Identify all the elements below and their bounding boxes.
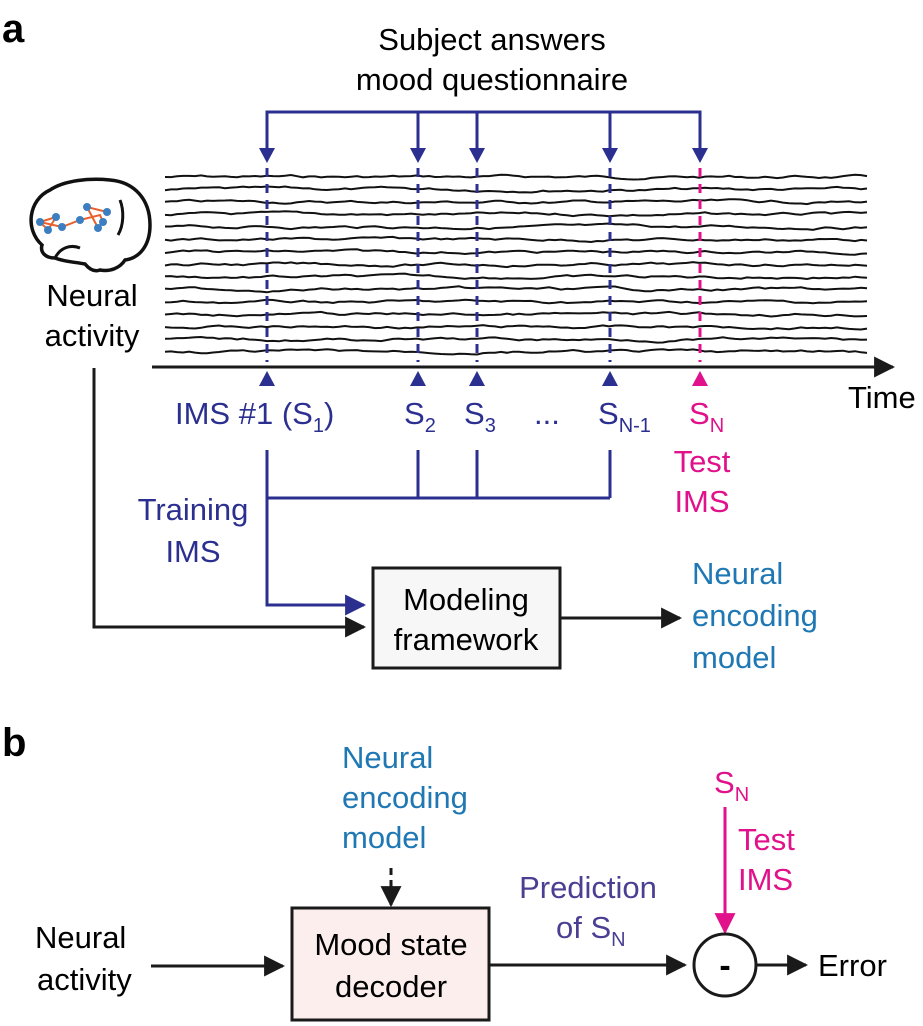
neural-trace: [164, 198, 868, 206]
subtraction-node: -: [692, 932, 758, 998]
questionnaire-bracket: [265, 110, 702, 158]
sample-markers-triangles: [259, 371, 708, 386]
neural-trace: [164, 324, 868, 331]
decoder-model-label-line2: encoding: [342, 780, 468, 815]
neural-traces: [164, 173, 868, 356]
questionnaire-label-line1: Subject answers: [378, 22, 605, 57]
sample-label-s2: S2: [404, 396, 436, 437]
test-sn-label: SN: [714, 765, 749, 806]
input-neural-activity-line1: Neural: [35, 920, 126, 955]
modeling-box-line1: Modeling: [403, 582, 529, 617]
training-ims-label-line1: Training: [138, 492, 249, 527]
sample-label-ellipsis: ...: [534, 396, 560, 431]
prediction-label-line2: of SN: [556, 910, 626, 951]
neural-trace: [164, 310, 868, 318]
subtract-symbol: -: [719, 947, 730, 985]
neural-trace: [164, 272, 868, 281]
brain-network-icon: [29, 177, 152, 273]
neural-trace: [164, 185, 868, 194]
time-label: Time: [848, 380, 916, 415]
neural-trace: [164, 261, 868, 269]
questionnaire-arrowheads: [259, 148, 708, 163]
neural-activity-label-line2: activity: [45, 318, 140, 353]
modeling-box-line2: framework: [394, 622, 539, 657]
decoder-box-line1: Mood state: [314, 927, 467, 962]
mood-state-decoder-box: Mood state decoder: [290, 906, 491, 1022]
encoding-model-output-line1: Neural: [692, 556, 783, 591]
sample-label-sn: SN: [689, 396, 724, 437]
sample-label-sn-1: SN-1: [598, 396, 651, 437]
neural-trace: [164, 235, 868, 244]
neural-trace: [164, 173, 868, 181]
test-ims-label-line2: IMS: [674, 484, 729, 519]
panel-b-label: b: [2, 721, 26, 765]
error-label: Error: [818, 948, 887, 983]
sample-label-s1: IMS #1 (S1): [175, 396, 334, 437]
test-ims-b-line1: Test: [738, 822, 795, 857]
training-ims-label-line2: IMS: [165, 534, 220, 569]
neural-trace: [164, 348, 868, 356]
neural-trace: [164, 335, 868, 344]
neural-activity-label-line1: Neural: [46, 278, 137, 313]
test-ims-label-line1: Test: [674, 444, 731, 479]
training-ims-arrow: [265, 498, 367, 616]
neural-activity-arrow: [92, 368, 367, 638]
questionnaire-label-line2: mood questionnaire: [356, 62, 628, 97]
sample-dashed-lines: [265, 168, 702, 362]
decoder-box-line2: decoder: [335, 969, 447, 1004]
panel-a-label: a: [2, 7, 25, 51]
neural-trace: [165, 222, 868, 231]
encoding-model-output-line3: model: [692, 640, 776, 675]
prediction-label-line1: Prediction: [519, 870, 657, 905]
neural-trace: [164, 285, 868, 294]
decoder-model-label-line3: model: [342, 820, 426, 855]
sample-label-s3: S3: [464, 396, 496, 437]
input-neural-activity-line2: activity: [37, 962, 132, 997]
encoding-model-output-line2: encoding: [692, 598, 818, 633]
decoder-model-label-line1: Neural: [342, 740, 433, 775]
test-ims-b-line2: IMS: [738, 862, 793, 897]
modeling-framework-box: Modeling framework: [371, 566, 562, 670]
neural-trace: [164, 298, 868, 305]
training-bracket: [265, 450, 612, 500]
neural-trace: [164, 210, 868, 218]
neural-trace: [164, 248, 868, 256]
